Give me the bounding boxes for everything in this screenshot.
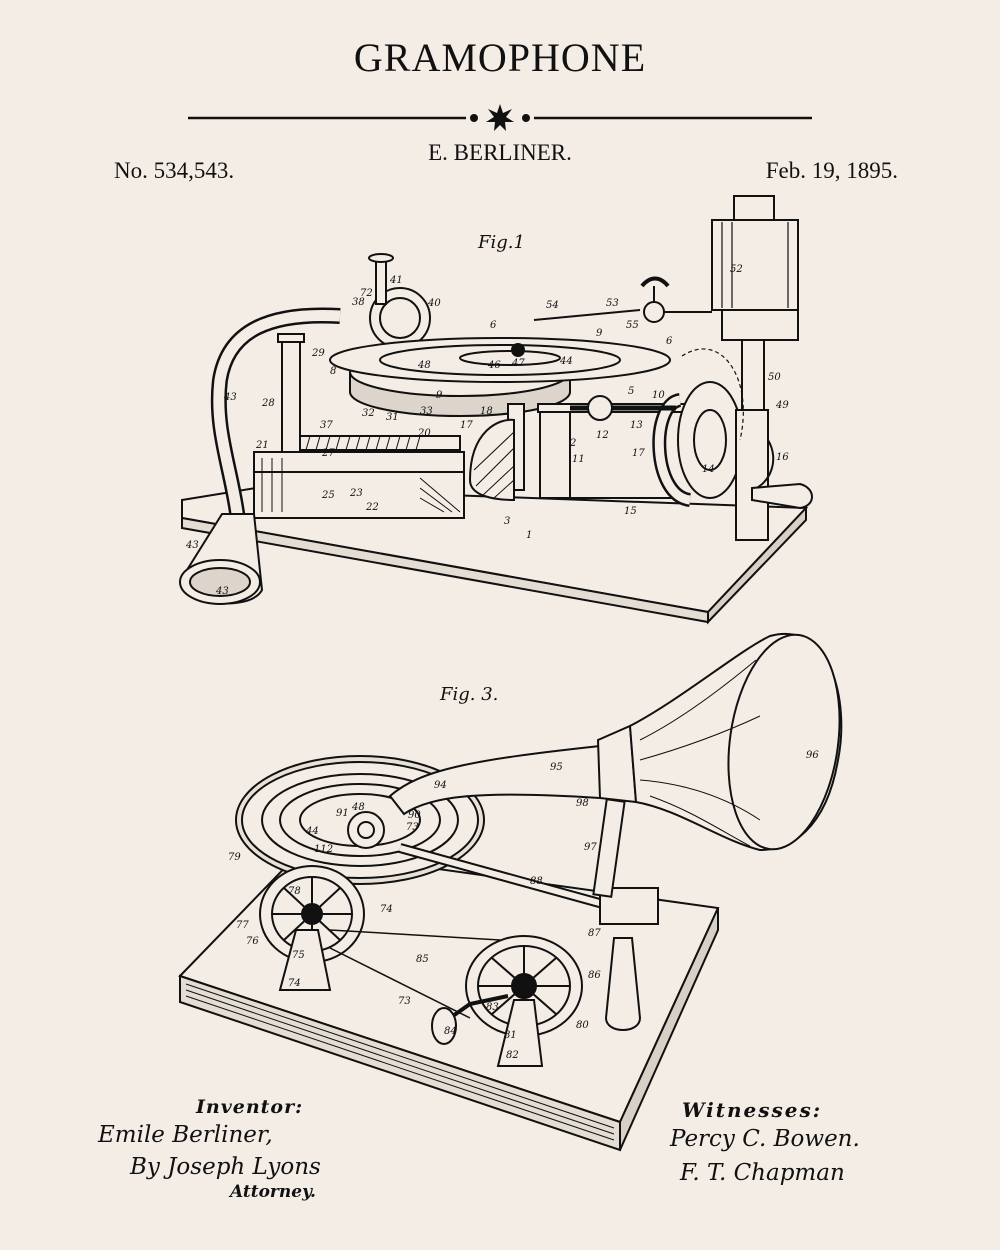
figure-3-label: Fig. 3. (440, 684, 499, 705)
inventor-signature: Emile Berliner, (98, 1122, 273, 1148)
svg-text:28: 28 (261, 398, 275, 409)
svg-text:37: 37 (320, 420, 333, 431)
svg-text:16: 16 (776, 452, 789, 463)
svg-text:73: 73 (406, 822, 419, 833)
title-divider (188, 104, 812, 131)
inventor-label: Inventor: (196, 1096, 304, 1118)
svg-text:50: 50 (768, 372, 781, 383)
svg-text:10: 10 (652, 390, 665, 401)
figure-1-label: Fig.1 (478, 232, 525, 253)
svg-text:81: 81 (504, 1030, 517, 1041)
svg-text:5: 5 (628, 386, 634, 397)
svg-text:97: 97 (584, 842, 597, 853)
svg-text:87: 87 (588, 928, 601, 939)
svg-text:11: 11 (572, 454, 585, 465)
svg-text:17: 17 (632, 448, 645, 459)
witness-signature-2: F. T. Chapman (680, 1160, 845, 1186)
svg-text:21: 21 (255, 440, 269, 451)
svg-text:25: 25 (321, 490, 335, 501)
svg-text:53: 53 (606, 298, 619, 309)
svg-text:44: 44 (559, 356, 573, 367)
svg-text:94: 94 (434, 780, 447, 791)
svg-text:9: 9 (596, 328, 603, 339)
attorney-label: Attorney. (230, 1182, 316, 1202)
svg-text:75: 75 (292, 950, 305, 961)
svg-text:43: 43 (215, 586, 229, 597)
svg-text:33: 33 (420, 406, 433, 417)
star-ornament-icon (486, 104, 514, 131)
svg-text:14: 14 (702, 464, 715, 475)
svg-text:1: 1 (526, 530, 532, 541)
svg-text:17: 17 (460, 420, 473, 431)
svg-text:47: 47 (511, 358, 525, 369)
svg-text:95: 95 (550, 762, 563, 773)
svg-text:85: 85 (416, 954, 429, 965)
svg-text:83: 83 (486, 1002, 499, 1013)
svg-text:43: 43 (223, 392, 237, 403)
svg-text:32: 32 (362, 408, 375, 419)
svg-text:12: 12 (596, 430, 609, 441)
svg-text:76: 76 (246, 936, 259, 947)
fig1-drawing (179, 195, 813, 625)
svg-text:82: 82 (506, 1050, 519, 1061)
svg-text:6: 6 (490, 320, 497, 331)
svg-text:54: 54 (546, 300, 559, 311)
svg-text:3: 3 (504, 516, 510, 527)
svg-text:9: 9 (436, 390, 443, 401)
svg-text:88: 88 (530, 876, 543, 887)
svg-text:27: 27 (321, 448, 335, 459)
svg-text:78: 78 (288, 886, 301, 897)
svg-text:15: 15 (624, 506, 637, 517)
svg-text:49: 49 (775, 400, 789, 411)
svg-text:91: 91 (336, 808, 349, 819)
svg-text:84: 84 (444, 1026, 457, 1037)
svg-text:80: 80 (576, 1020, 589, 1031)
svg-text:112: 112 (314, 844, 333, 855)
svg-text:74: 74 (288, 978, 301, 989)
svg-text:48: 48 (351, 802, 365, 813)
svg-text:55: 55 (626, 320, 639, 331)
svg-text:96: 96 (806, 750, 819, 761)
svg-text:79: 79 (228, 852, 241, 863)
witness-signature-1: Percy C. Bowen. (670, 1126, 860, 1152)
svg-text:41: 41 (389, 275, 403, 286)
svg-text:46: 46 (487, 360, 501, 371)
svg-text:77: 77 (236, 920, 249, 931)
inventor-heading: E. BERLINER. (428, 140, 572, 165)
svg-text:74: 74 (380, 904, 393, 915)
svg-text:48: 48 (417, 360, 431, 371)
svg-text:40: 40 (427, 298, 441, 309)
attorney-signature: By Joseph Lyons (130, 1154, 321, 1180)
patent-number: No. 534,543. (114, 158, 235, 183)
svg-text:2: 2 (569, 438, 576, 449)
svg-text:52: 52 (730, 264, 743, 275)
svg-text:31: 31 (386, 412, 399, 423)
svg-text:13: 13 (630, 420, 643, 431)
svg-text:29: 29 (311, 348, 325, 359)
fig3-drawing (178, 633, 843, 1152)
svg-text:20: 20 (417, 428, 431, 439)
patent-date: Feb. 19, 1895. (765, 158, 898, 183)
svg-text:23: 23 (349, 488, 363, 499)
svg-text:72: 72 (360, 288, 373, 299)
witnesses-label: Witnesses: (682, 1098, 823, 1122)
svg-text:44: 44 (305, 826, 319, 837)
svg-text:98: 98 (576, 798, 589, 809)
svg-text:90: 90 (408, 810, 421, 821)
svg-text:6: 6 (666, 336, 673, 347)
svg-text:18: 18 (480, 406, 493, 417)
svg-text:38: 38 (352, 297, 365, 308)
svg-text:43: 43 (185, 540, 199, 551)
document-title: GRAMOPHONE (353, 35, 647, 80)
svg-text:22: 22 (365, 502, 379, 513)
svg-text:73: 73 (398, 996, 411, 1007)
svg-text:8: 8 (330, 366, 336, 377)
svg-text:86: 86 (588, 970, 601, 981)
